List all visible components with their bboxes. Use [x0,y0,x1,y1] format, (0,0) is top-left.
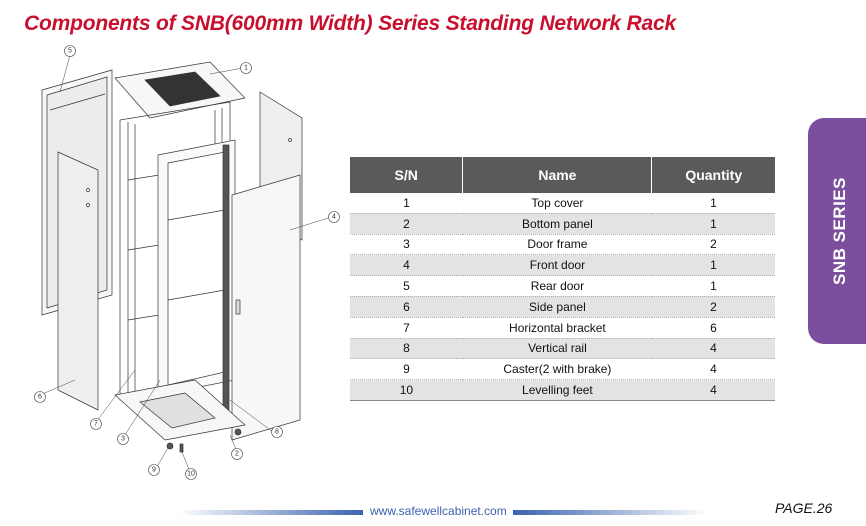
cell-qty: 4 [651,379,775,401]
header-name: Name [462,157,653,193]
cell-sn: 10 [350,379,463,401]
cell-qty: 4 [651,358,775,381]
bottom-panel-illustration [114,379,246,441]
callout-7: 7 [94,421,98,428]
callout-1: 1 [244,65,248,72]
table-row: 9 Caster(2 with brake) 4 [350,358,775,381]
table-header-row: S/N Name Quantity [350,157,775,193]
cell-qty: 1 [651,213,775,235]
table-row: 7 Horizontal bracket 6 [350,317,775,339]
cell-qty: 1 [651,275,775,297]
cell-sn: 5 [350,275,463,297]
callout-2: 2 [235,451,239,458]
table-row: 3 Door frame 2 [350,234,775,256]
table-row: 1 Top cover 1 [350,193,775,214]
cell-qty: 4 [651,338,775,360]
cell-sn: 2 [350,213,463,235]
callout-10: 10 [187,471,195,478]
cell-name: Caster(2 with brake) [462,358,652,381]
cell-name: Front door [462,254,652,277]
cell-name: Top cover [462,193,652,214]
callout-5: 5 [68,48,72,55]
footer-divider-left [178,510,363,515]
callout-4: 4 [332,214,336,221]
table-row: 4 Front door 1 [350,254,775,277]
caster-illustration [166,428,242,453]
cell-sn: 6 [350,296,463,318]
series-side-tab-label: SNB SERIES [830,177,849,285]
cell-qty: 2 [651,296,775,318]
cell-sn: 3 [350,234,463,256]
table-row: 6 Side panel 2 [350,296,775,318]
components-table: S/N Name Quantity 1 Top cover 1 2 Bottom… [350,157,775,401]
cell-qty: 6 [651,317,775,339]
cell-sn: 9 [350,358,463,381]
page-title: Components of SNB(600mm Width) Series St… [24,12,676,35]
header-sn: S/N [350,157,464,193]
cell-qty: 1 [651,193,775,214]
footer-divider-right [513,510,708,515]
vertical-rail-illustration [222,144,230,416]
cell-name: Side panel [462,296,652,318]
callout-6: 6 [38,394,42,401]
callout-3: 3 [121,436,125,443]
footer-website-link[interactable]: www.safewellcabinet.com [370,504,507,518]
door-frame-illustration [157,139,236,396]
cell-sn: 8 [350,338,463,360]
cell-name: Vertical rail [462,338,652,360]
rack-exploded-diagram: 5 1 4 8 2 3 6 7 9 10 [34,45,340,480]
series-side-tab: SNB SERIES [808,118,866,344]
cell-name: Levelling feet [462,379,652,401]
header-quantity: Quantity [651,157,775,193]
cell-qty: 2 [651,234,775,256]
top-cover-illustration [114,61,246,119]
cell-name: Bottom panel [462,213,652,235]
cell-name: Horizontal bracket [462,317,652,339]
cell-sn: 1 [350,193,463,214]
table-row: 8 Vertical rail 4 [350,338,775,360]
cell-sn: 4 [350,254,463,277]
page-number: PAGE.26 [775,500,833,516]
cell-name: Rear door [462,275,652,297]
cell-sn: 7 [350,317,463,339]
cell-name: Door frame [462,234,652,256]
front-door-illustration [231,174,301,441]
cell-qty: 1 [651,254,775,277]
callout-9: 9 [152,467,156,474]
table-row: 10 Levelling feet 4 [350,379,775,401]
table-row: 5 Rear door 1 [350,275,775,297]
callout-8: 8 [275,429,279,436]
side-panel-left-illustration [57,151,99,411]
table-row: 2 Bottom panel 1 [350,213,775,235]
